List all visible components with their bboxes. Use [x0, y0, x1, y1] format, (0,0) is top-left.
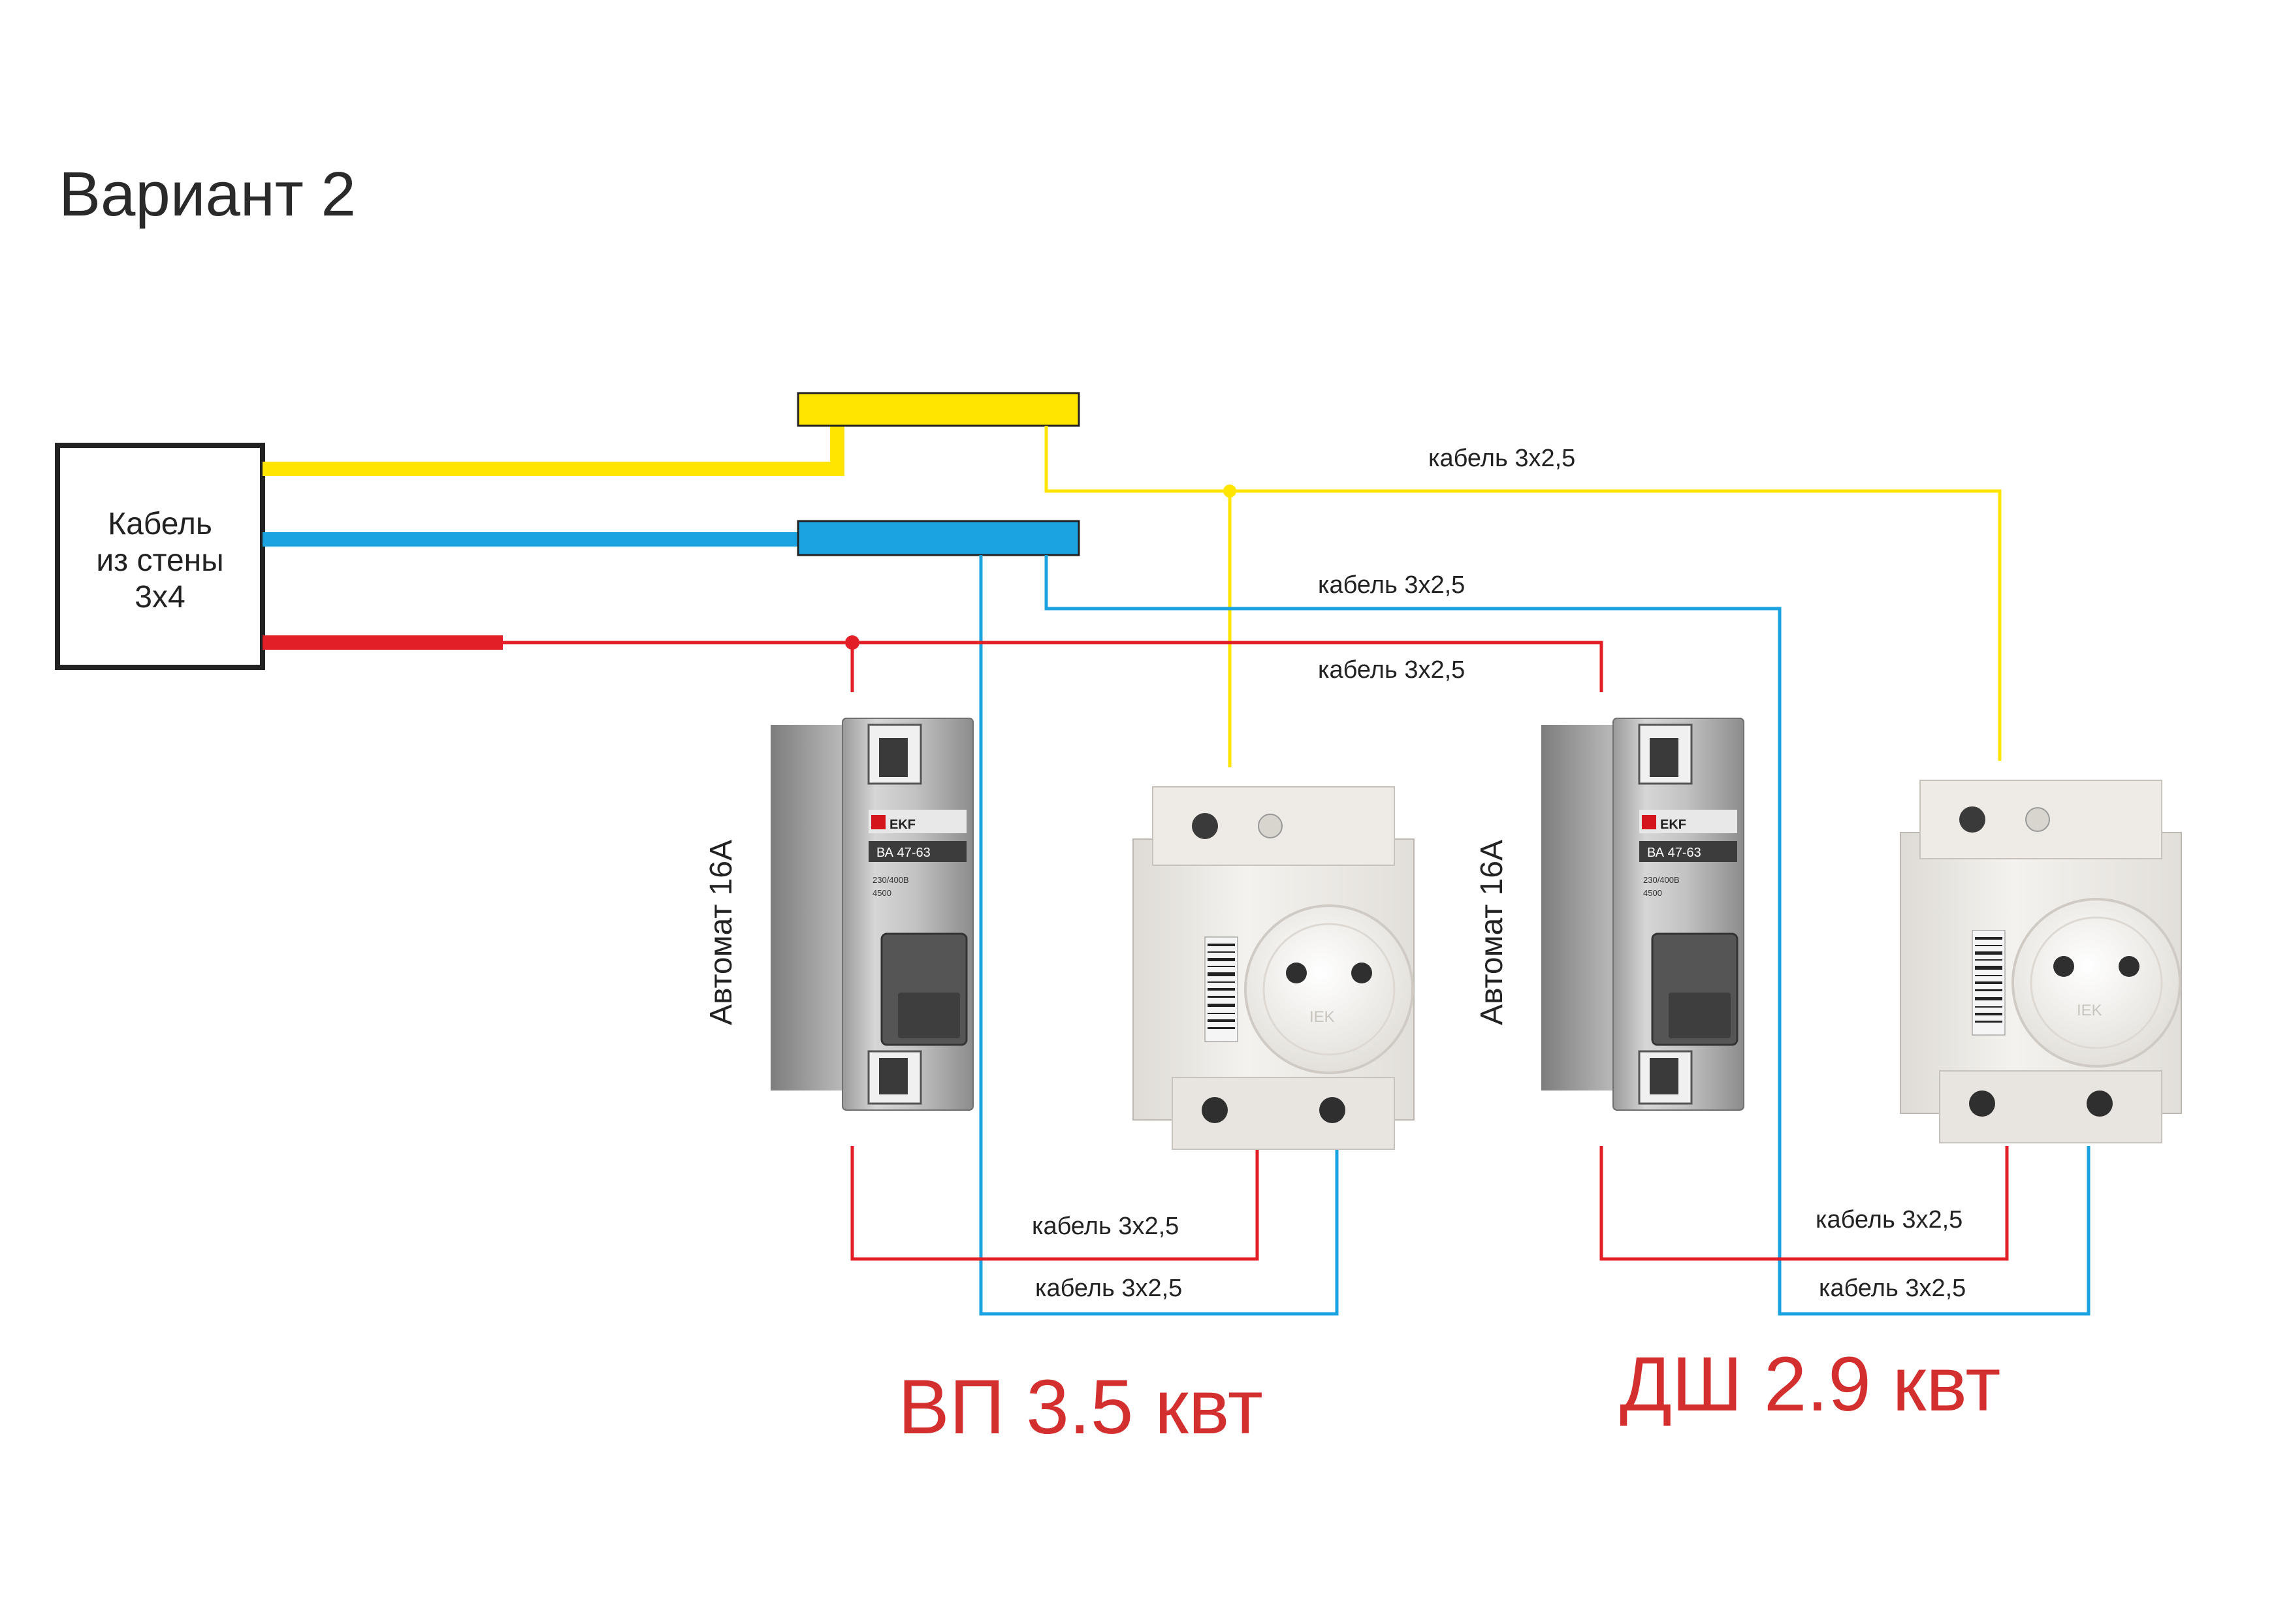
cable-label-neutral: кабель 3х2,5	[1318, 571, 1465, 599]
breaker-2-label: Автомат 16А	[1475, 840, 1509, 1025]
socket-2-mark: IEK	[2077, 1002, 2102, 1019]
cable-label-right-phase: кабель 3х2,5	[1816, 1206, 1963, 1234]
socket-1-mark: IEK	[1309, 1008, 1335, 1026]
load-label-1: ВП 3.5 квт	[898, 1364, 1263, 1450]
cable-label-left-neutral: кабель 3х2,5	[1035, 1275, 1182, 1302]
breaker-2-rating: 230/400В	[1643, 875, 1680, 885]
wall-cable-label-1: Кабель	[108, 507, 212, 541]
din-socket-1: IEK	[1132, 786, 1415, 1150]
circuit-breaker-1: EKF ВА 47-63 230/400В 4500 Автомат 16А	[704, 718, 974, 1111]
cable-label-right-neutral: кабель 3х2,5	[1819, 1275, 1966, 1302]
cable-label-left-phase: кабель 3х2,5	[1032, 1213, 1179, 1240]
neutral-busbar	[797, 520, 1080, 556]
main-wires	[263, 424, 844, 650]
wall-cable-box: Кабель из стены 3х4	[55, 443, 265, 670]
cable-label-phase: кабель 3х2,5	[1318, 656, 1465, 684]
circuit-breaker-2: EKF ВА 47-63 230/400В 4500 Автомат 16А	[1475, 718, 1744, 1111]
din-socket-2: IEK	[1900, 780, 2182, 1143]
page-title: Вариант 2	[59, 159, 356, 229]
phase-junction	[845, 635, 859, 650]
breaker-1-rating: 230/400В	[873, 875, 909, 885]
phase-wires	[503, 641, 2009, 1261]
breaker-1-brand: EKF	[889, 818, 916, 832]
cable-label-earth: кабель 3х2,5	[1428, 445, 1575, 472]
breaker-2-model: ВА 47-63	[1647, 846, 1701, 860]
wall-cable-label-2: из стены	[96, 543, 223, 578]
earth-busbar	[797, 392, 1080, 427]
breaker-1-model: ВА 47-63	[876, 846, 931, 860]
breaker-2-icap: 4500	[1643, 888, 1662, 898]
load-label-2: ДШ 2.9 квт	[1620, 1341, 2000, 1427]
earth-junction	[1223, 485, 1236, 498]
main-earth-wire	[263, 424, 844, 476]
earth-wires	[1044, 426, 2002, 767]
cable-labels: кабель 3х2,5 кабель 3х2,5 кабель 3х2,5 к…	[1032, 445, 1966, 1302]
breaker-2-brand: EKF	[1660, 818, 1686, 832]
wall-cable-label-3: 3х4	[135, 580, 185, 614]
breaker-1-label: Автомат 16А	[704, 840, 739, 1025]
breaker-1-icap: 4500	[873, 888, 891, 898]
neutral-wires	[979, 555, 2091, 1316]
